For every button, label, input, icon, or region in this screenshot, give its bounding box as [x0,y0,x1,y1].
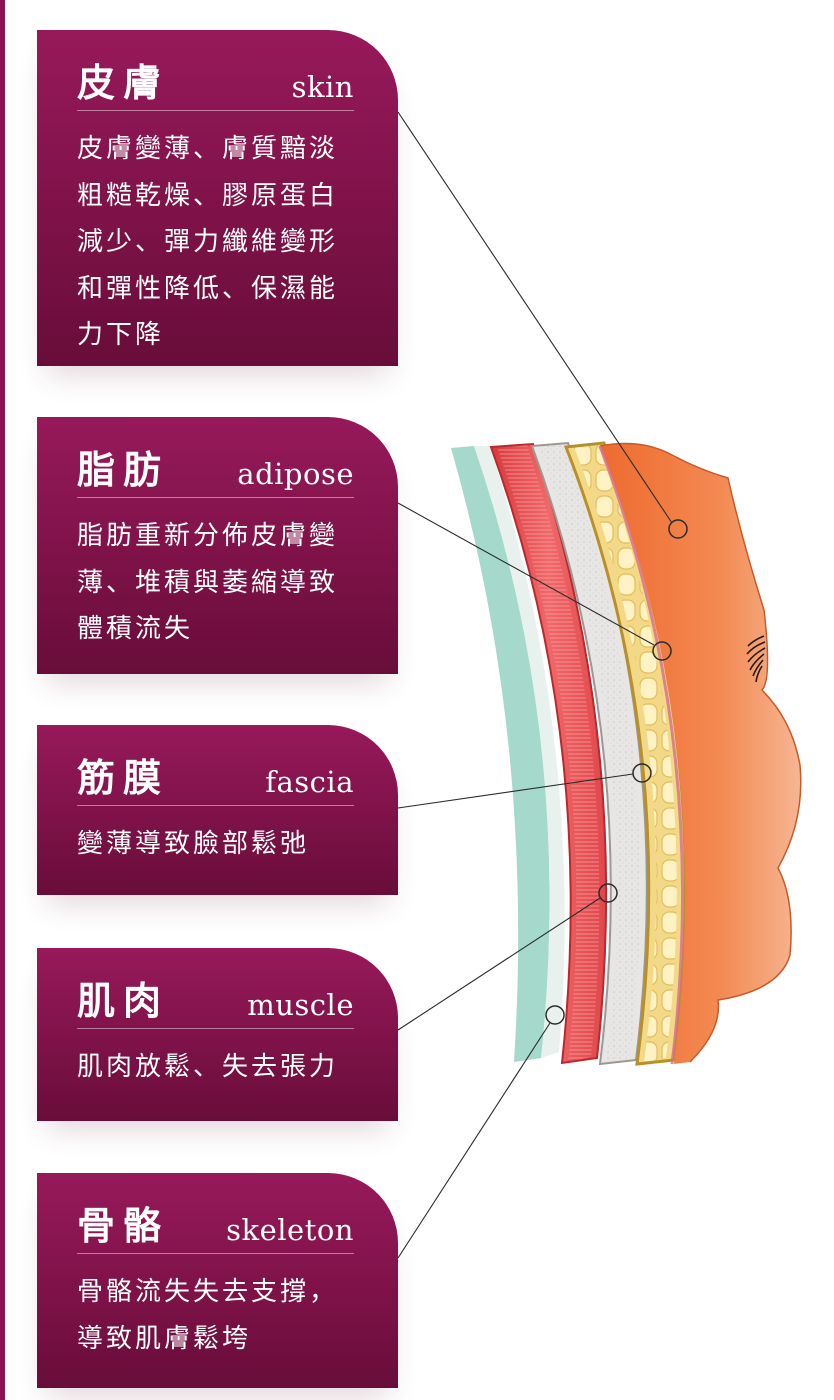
adipose-leader-line [397,502,655,646]
skin-card-title: 皮膚 [77,60,170,105]
muscle-marker [598,883,618,903]
adipose-card-description: 脂肪重新分佈皮膚變 薄、堆積與萎縮導致 體積流失 [77,521,339,644]
skeleton-card-header: 骨骼 skeleton [77,1173,354,1254]
skin-leader-line [397,111,673,524]
adipose-card-title: 脂肪 [77,447,170,492]
muscle-card-subtitle: muscle [247,988,354,1022]
fascia-card-title: 筋膜 [77,755,170,800]
fascia-marker [632,763,652,783]
skeleton-layer [451,446,565,1062]
muscle-card-description: 肌肉放鬆、失去張力 [77,1052,339,1082]
skeleton-card: 骨骼 skeleton 骨骼流失失去支撐， 導致肌膚鬆垮 [37,1173,398,1388]
adipose-card: 脂肪 adipose 脂肪重新分佈皮膚變 薄、堆積與萎縮導致 體積流失 [37,417,398,674]
fascia-card-subtitle: fascia [265,765,354,799]
muscle-card: 肌肉 muscle 肌肉放鬆、失去張力 [37,948,398,1121]
fascia-card-header: 筋膜 fascia [77,725,354,806]
skin-card: 皮膚 skin 皮膚變薄、膚質黯淡 粗糙乾燥、膠原蛋白 減少、彈力纖維變形 和彈… [37,30,398,366]
muscle-card-header: 肌肉 muscle [77,948,354,1029]
skeleton-leader-line [397,1022,551,1259]
skeleton-card-title: 骨骼 [77,1203,170,1248]
skin-marker [668,519,688,539]
skin-card-header: 皮膚 skin [77,30,354,111]
fascia-card: 筋膜 fascia 變薄導致臉部鬆弛 [37,725,398,895]
adipose-marker [652,641,672,661]
eyelash-icon [746,635,766,683]
fascia-card-description: 變薄導致臉部鬆弛 [77,829,310,859]
fascia-leader-line [397,773,634,809]
skeleton-card-subtitle: skeleton [226,1213,354,1247]
skeleton-marker [545,1005,565,1025]
skin-card-description: 皮膚變薄、膚質黯淡 粗糙乾燥、膠原蛋白 減少、彈力纖維變形 和彈性降低、保濕能 … [77,134,339,350]
skin-card-subtitle: skin [291,70,354,104]
left-accent-bar [0,0,5,1400]
skeleton-card-description: 骨骼流失失去支撐， 導致肌膚鬆垮 [77,1277,339,1354]
muscle-leader-line [397,897,601,1031]
skin-layer [598,442,802,1065]
adipose-card-subtitle: adipose [237,457,354,491]
adipose-card-header: 脂肪 adipose [77,417,354,498]
muscle-layer [489,442,608,1065]
muscle-card-title: 肌肉 [77,978,170,1023]
